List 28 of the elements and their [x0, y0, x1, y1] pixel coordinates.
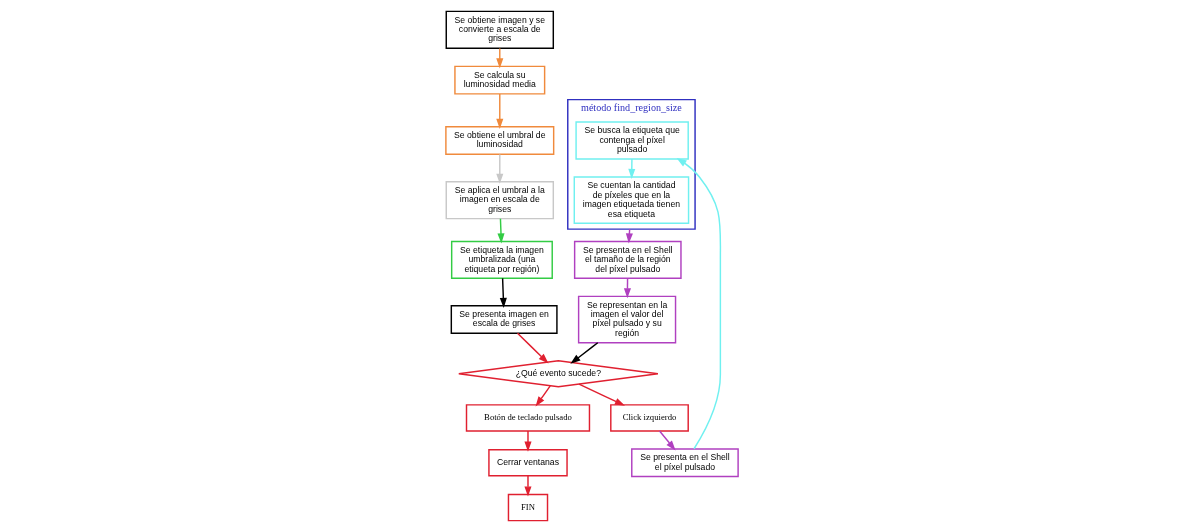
arrow [496, 47, 504, 69]
arrow [570, 342, 599, 364]
arrow [658, 430, 676, 451]
arrow [524, 430, 532, 452]
node-box: Se obtiene imagen y se convierte a escala de grises [445, 10, 555, 49]
node-box: Se presenta en el Shell el píxel pulsado [631, 448, 739, 478]
node-box: Se presenta imagen en escala de grises [450, 305, 558, 334]
node-box: Se presenta en el Shell el tamaño de la región del píxel pulsado [573, 240, 682, 280]
arrow [676, 157, 722, 450]
node-box: Click izquierdo [610, 404, 689, 432]
node-box: Se etiqueta la imagen umbralizada (una etiqueta por región) [450, 240, 553, 280]
node-box: Se busca la etiqueta que contenga el píxel pulsado [575, 121, 689, 160]
node-box: FIN [507, 493, 549, 522]
arrow [516, 332, 549, 364]
node-box: Se representan en la imagen el valor del píxel pulsado y su región [577, 295, 677, 344]
arrow [524, 475, 532, 497]
node-diamond: ¿Qué evento sucede? [458, 360, 659, 388]
node-box: Botón de teclado pulsado [465, 404, 591, 432]
arrow [499, 277, 507, 308]
arrow [496, 153, 504, 184]
node-box: Se calcula su luminosidad media [454, 65, 546, 95]
node-box: Cerrar ventanas [488, 449, 568, 477]
arrow [496, 93, 504, 129]
arrow [628, 158, 636, 180]
node-box: Se obtiene el umbral de luminosidad [445, 126, 555, 155]
arrow [535, 385, 551, 407]
node-box: Se cuentan la cantidad de píxeles que en la imagen etiquetada tienen esa etiqueta [573, 176, 690, 225]
node-box: Se aplica el umbral a la imagen en escala de grises [445, 181, 555, 220]
